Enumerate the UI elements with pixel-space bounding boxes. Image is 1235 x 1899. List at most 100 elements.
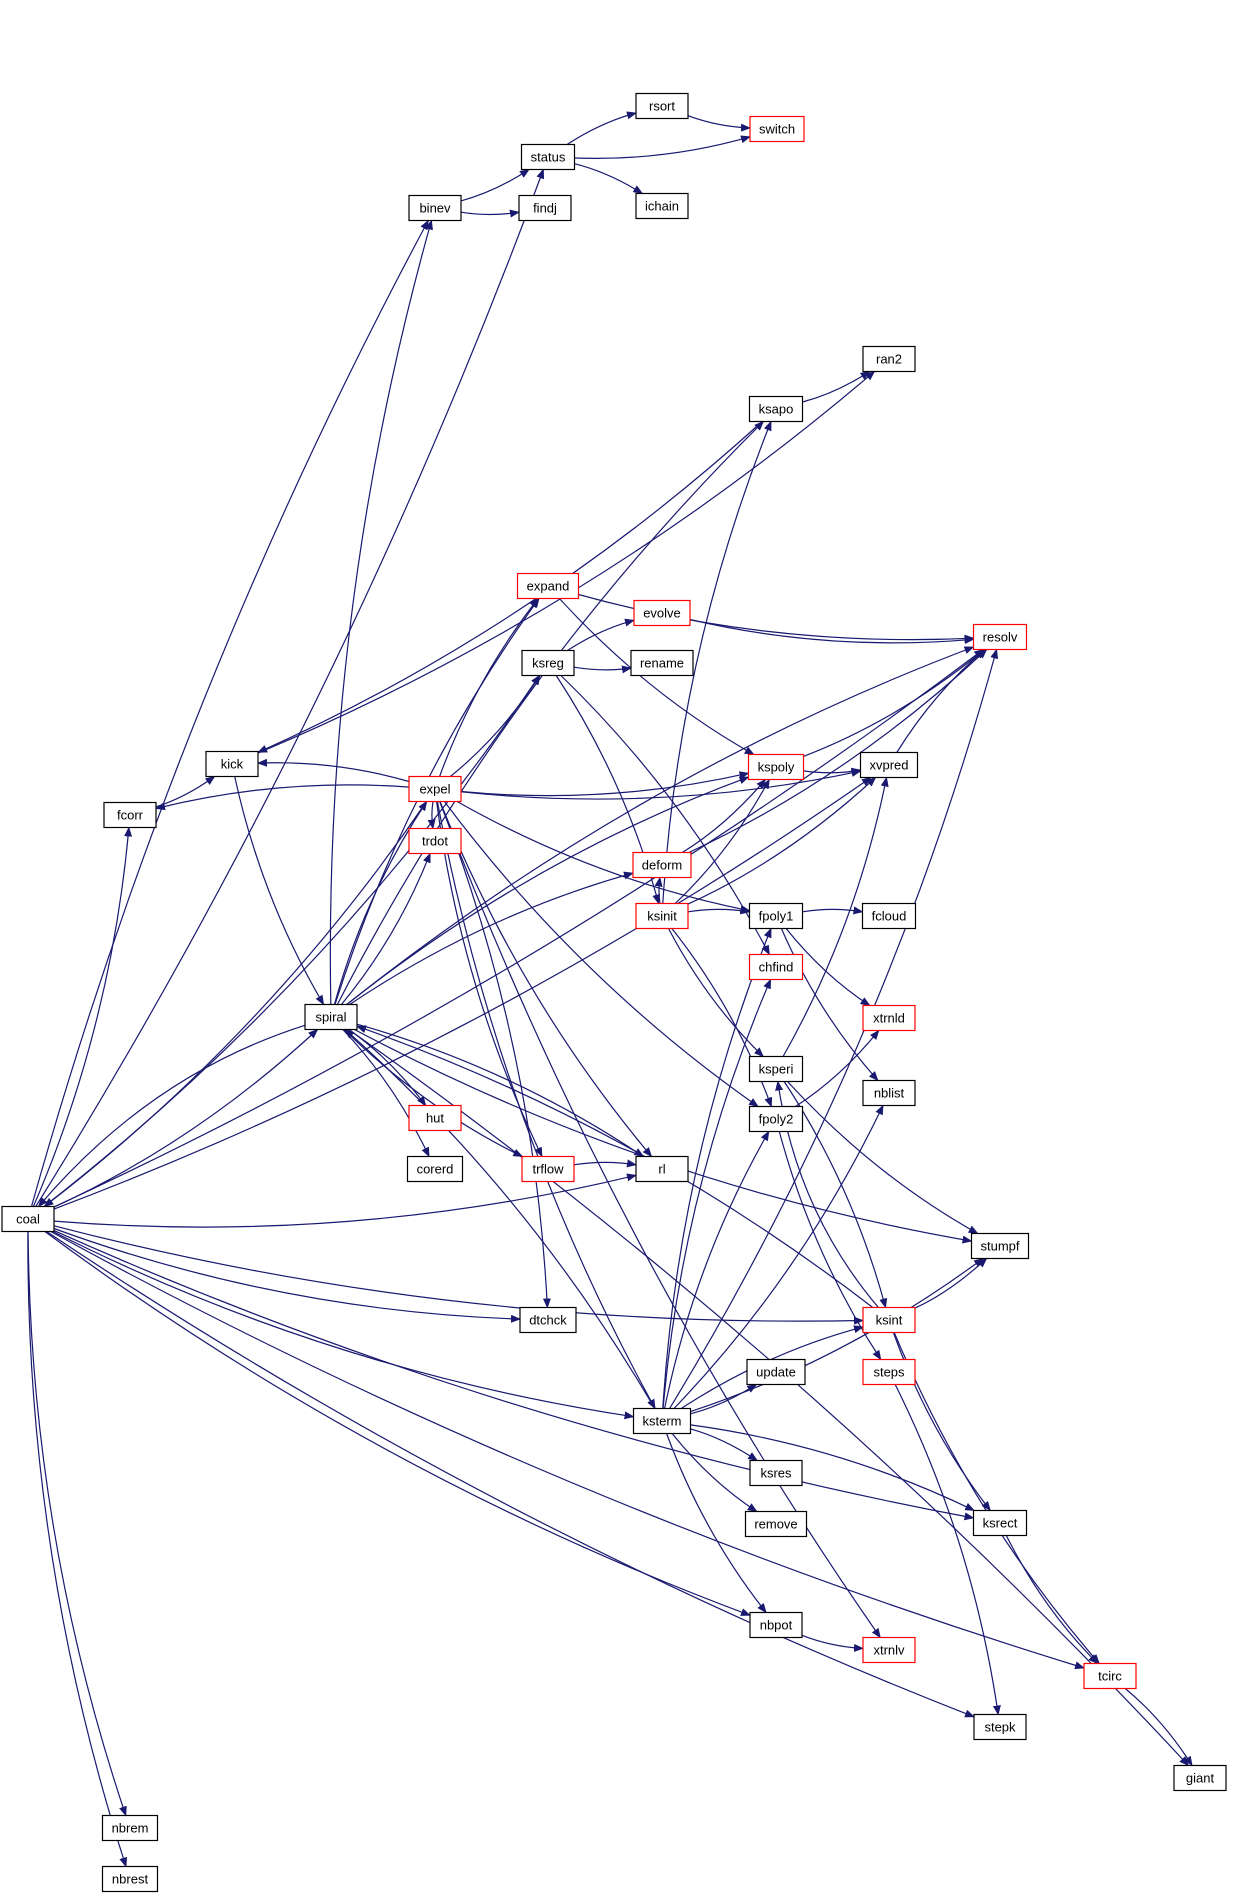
node-box (862, 1306, 916, 1334)
node-nblist[interactable]: nblist (862, 1079, 916, 1107)
node-update[interactable]: update (746, 1358, 806, 1386)
node-dtchck[interactable]: dtchck (519, 1306, 577, 1334)
node-box (632, 1407, 692, 1435)
edge-trflow-to-rl (573, 1159, 637, 1168)
node-corerd[interactable]: corerd (406, 1155, 464, 1183)
node-spiral[interactable]: spiral (304, 1003, 358, 1031)
node-label: expel (419, 782, 450, 797)
edge-steps-to-stepk (894, 1384, 1001, 1716)
node-label: findj (533, 201, 557, 216)
node-rename[interactable]: rename (630, 649, 694, 677)
node-evolve[interactable]: evolve (633, 599, 691, 627)
node-box (520, 143, 576, 171)
node-label: fcorr (117, 808, 144, 823)
node-trflow[interactable]: trflow (521, 1155, 575, 1183)
node-ksres[interactable]: ksres (749, 1459, 803, 1487)
node-kspoly[interactable]: kspoly (747, 753, 805, 781)
edge-kick-to-spiral (234, 776, 325, 1006)
node-ksrect[interactable]: ksrect (972, 1509, 1028, 1537)
edge-coal-to-spiral (53, 1028, 319, 1208)
edge-expel-to-ksterm (436, 801, 656, 1410)
edge-kick-to-ran2 (257, 370, 876, 754)
edge-deform-to-kspoly (681, 778, 767, 854)
node-expel[interactable]: expel (408, 775, 462, 803)
node-tcirc[interactable]: tcirc (1083, 1662, 1137, 1690)
node-deform[interactable]: deform (632, 851, 692, 879)
node-box (101, 1865, 159, 1893)
node-stumpf[interactable]: stumpf (970, 1232, 1030, 1260)
edge-ksperi-to-xvpred (782, 776, 889, 1057)
edge-ksapo-to-kick (257, 421, 763, 753)
node-fpoly1[interactable]: fpoly1 (748, 902, 804, 930)
edge-spiral-to-resolv (346, 646, 975, 1005)
node-label: steps (873, 1365, 905, 1380)
node-ksterm[interactable]: ksterm (632, 1407, 692, 1435)
node-stepk[interactable]: stepk (973, 1713, 1027, 1741)
node-expand[interactable]: expand (516, 572, 580, 600)
node-ksreg[interactable]: ksreg (521, 649, 575, 677)
node-chfind[interactable]: chfind (748, 953, 804, 981)
edge-ksterm-to-spiral (344, 1028, 656, 1409)
node-box (633, 599, 691, 627)
node-rl[interactable]: rl (635, 1155, 689, 1183)
edge-status-to-rsort (566, 111, 637, 146)
edge-ksterm-to-resolv (669, 648, 999, 1409)
edge-ksint-to-stumpf (914, 1257, 988, 1309)
node-box (635, 92, 689, 120)
node-box (521, 649, 575, 677)
edges-layer (27, 111, 1193, 1868)
node-rsort[interactable]: rsort (635, 92, 689, 120)
edge-expel-to-fcorr (155, 784, 410, 811)
edge-coal-to-nbrem (27, 1231, 127, 1817)
edge-fpoly2-to-xtrnld (795, 1029, 880, 1108)
node-fcorr[interactable]: fcorr (103, 801, 157, 829)
node-binev[interactable]: binev (408, 194, 462, 222)
node-remove[interactable]: remove (744, 1510, 808, 1538)
edge-coal-to-resolv (53, 648, 985, 1208)
node-resolv[interactable]: resolv (972, 623, 1028, 651)
node-box (744, 1510, 808, 1538)
edge-status-to-switch (574, 135, 751, 159)
node-nbpot[interactable]: nbpot (749, 1611, 803, 1639)
node-steps[interactable]: steps (862, 1358, 916, 1386)
node-box (749, 115, 805, 143)
edge-binev-to-findj (460, 209, 520, 218)
node-ksint[interactable]: ksint (862, 1306, 916, 1334)
node-ksperi[interactable]: ksperi (748, 1055, 804, 1083)
node-status[interactable]: status (520, 143, 576, 171)
node-xvpred[interactable]: xvpred (859, 751, 919, 779)
node-kick[interactable]: kick (205, 750, 259, 778)
node-ksinit[interactable]: ksinit (635, 902, 689, 930)
node-label: nbrest (112, 1872, 149, 1887)
node-findj[interactable]: findj (518, 194, 572, 222)
node-label: ran2 (876, 352, 902, 367)
edge-ksterm-to-nbpot (666, 1433, 767, 1614)
node-label: spiral (315, 1010, 346, 1025)
edge-ksterm-to-ksrect (690, 1424, 976, 1512)
node-box (635, 192, 689, 220)
node-box (748, 1055, 804, 1083)
node-box (408, 1104, 462, 1132)
node-fpoly2[interactable]: fpoly2 (748, 1105, 804, 1133)
edge-ksterm-to-ksres (690, 1428, 759, 1462)
node-fcloud[interactable]: fcloud (861, 902, 917, 930)
node-box (103, 801, 157, 829)
node-label: rename (640, 656, 684, 671)
node-ran2[interactable]: ran2 (862, 345, 916, 373)
node-switch[interactable]: switch (749, 115, 805, 143)
node-coal[interactable]: coal (1, 1205, 55, 1233)
node-label: evolve (643, 606, 681, 621)
node-nbrest[interactable]: nbrest (101, 1865, 159, 1893)
node-box (408, 827, 462, 855)
edge-expel-to-coal (43, 801, 427, 1208)
node-box (205, 750, 259, 778)
node-ichain[interactable]: ichain (635, 192, 689, 220)
node-nbrem[interactable]: nbrem (101, 1814, 159, 1842)
node-ksapo[interactable]: ksapo (748, 395, 804, 423)
edge-coal-to-binev (30, 219, 429, 1207)
node-trdot[interactable]: trdot (408, 827, 462, 855)
node-xtrnld[interactable]: xtrnld (862, 1004, 916, 1032)
node-hut[interactable]: hut (408, 1104, 462, 1132)
node-xtrnlv[interactable]: xtrnlv (862, 1636, 916, 1664)
node-giant[interactable]: giant (1173, 1764, 1227, 1792)
